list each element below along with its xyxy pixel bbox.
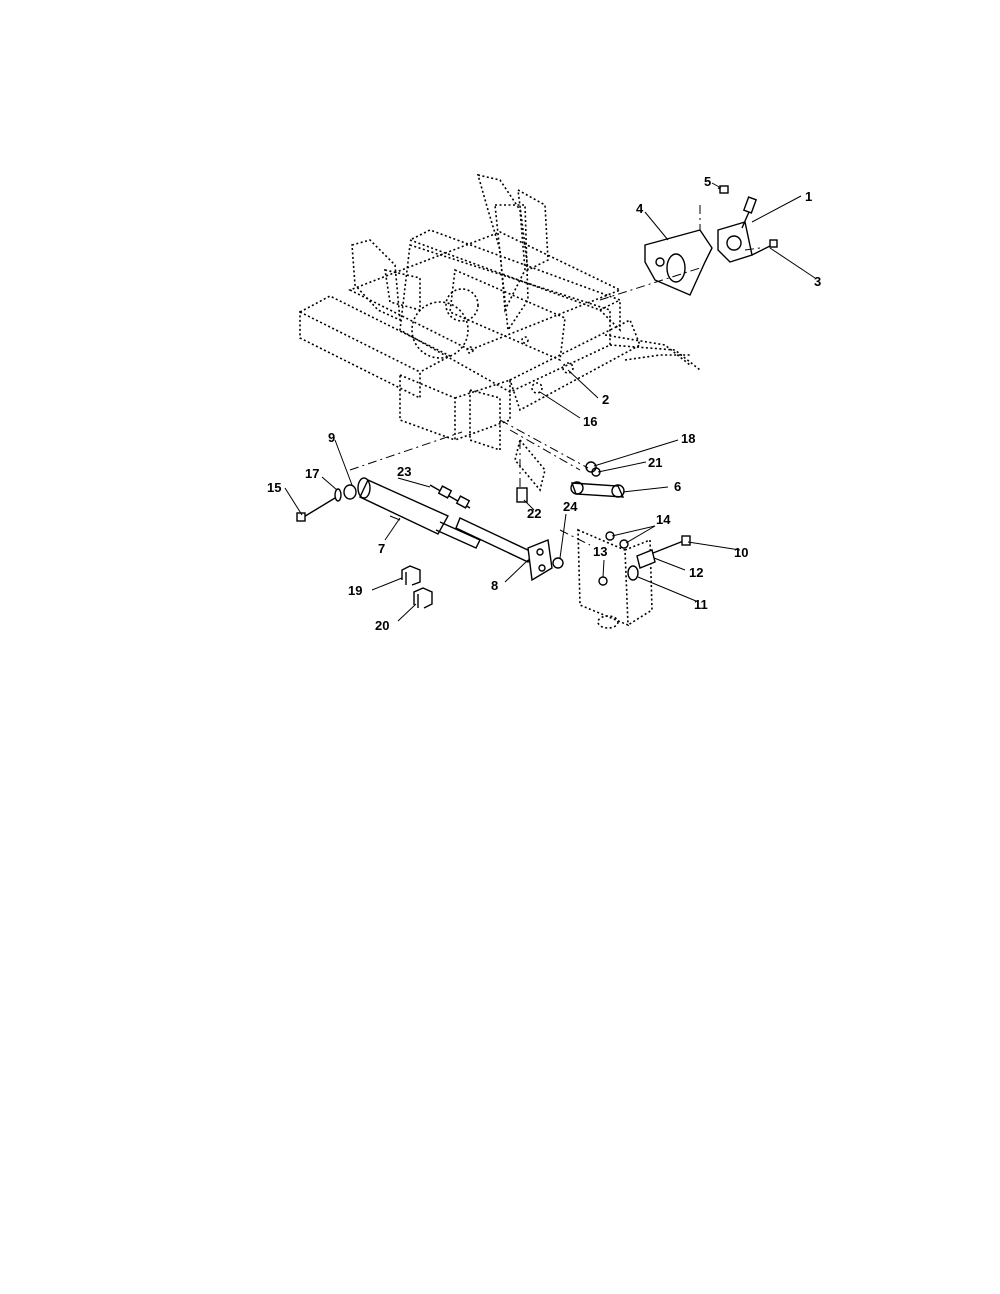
part-4-bracket: [644, 229, 713, 296]
callout-14: 14: [656, 512, 671, 527]
callout-9: 9: [328, 430, 335, 445]
callout-17: 17: [305, 466, 319, 481]
part-22-spacer: [516, 487, 528, 503]
callout-1: 1: [805, 189, 812, 204]
part-18-21-washers: [585, 461, 601, 477]
callout-10: 10: [734, 545, 748, 560]
part-11-washer: [627, 565, 639, 581]
part-10-bolt: [647, 535, 691, 556]
part-12-spacer: [636, 549, 656, 569]
callout-22: 22: [527, 506, 541, 521]
part-7-cylinder: [357, 477, 481, 549]
callout-21: 21: [648, 455, 662, 470]
callout-13: 13: [593, 544, 607, 559]
callout-20: 20: [375, 618, 389, 633]
part-19-clip: [401, 565, 421, 586]
part-13-nut: [598, 576, 608, 586]
part-15-bolt: [296, 497, 336, 522]
callout-5: 5: [704, 174, 711, 189]
callout-4: 4: [636, 201, 644, 216]
part-1-valve: [717, 196, 758, 263]
callout-12: 12: [689, 565, 703, 580]
part-6-link: [570, 481, 625, 498]
callout-19: 19: [348, 583, 362, 598]
callout-11: 11: [694, 597, 708, 612]
part-20-clip: [413, 587, 433, 609]
part-9-bushing: [343, 484, 357, 500]
callout-6: 6: [674, 479, 681, 494]
part-5-bolt: [717, 185, 729, 194]
callout-18: 18: [681, 431, 695, 446]
callout-16: 16: [583, 414, 597, 429]
part-8-rod-plate: [455, 517, 553, 582]
callout-23: 23: [397, 464, 411, 479]
part-17-washer: [334, 488, 342, 502]
callout-3: 3: [814, 274, 821, 289]
callout-15: 15: [267, 480, 281, 495]
assembly-phantom-lines: [349, 205, 761, 546]
part-24-nut: [552, 557, 564, 569]
part-11-bracket: [577, 528, 653, 629]
callout-2: 2: [602, 392, 609, 407]
part-23-fitting: [429, 484, 471, 509]
callout-numbers: 1 2 3 4 5 6 7 8 9 10 11 12 13 14 15 16 1…: [267, 174, 821, 633]
part-3-bolt: [751, 239, 778, 256]
callout-24: 24: [563, 499, 578, 514]
callout-7: 7: [378, 541, 385, 556]
main-frame: [299, 173, 701, 492]
callout-8: 8: [491, 578, 498, 593]
leader-lines: [284, 182, 816, 622]
